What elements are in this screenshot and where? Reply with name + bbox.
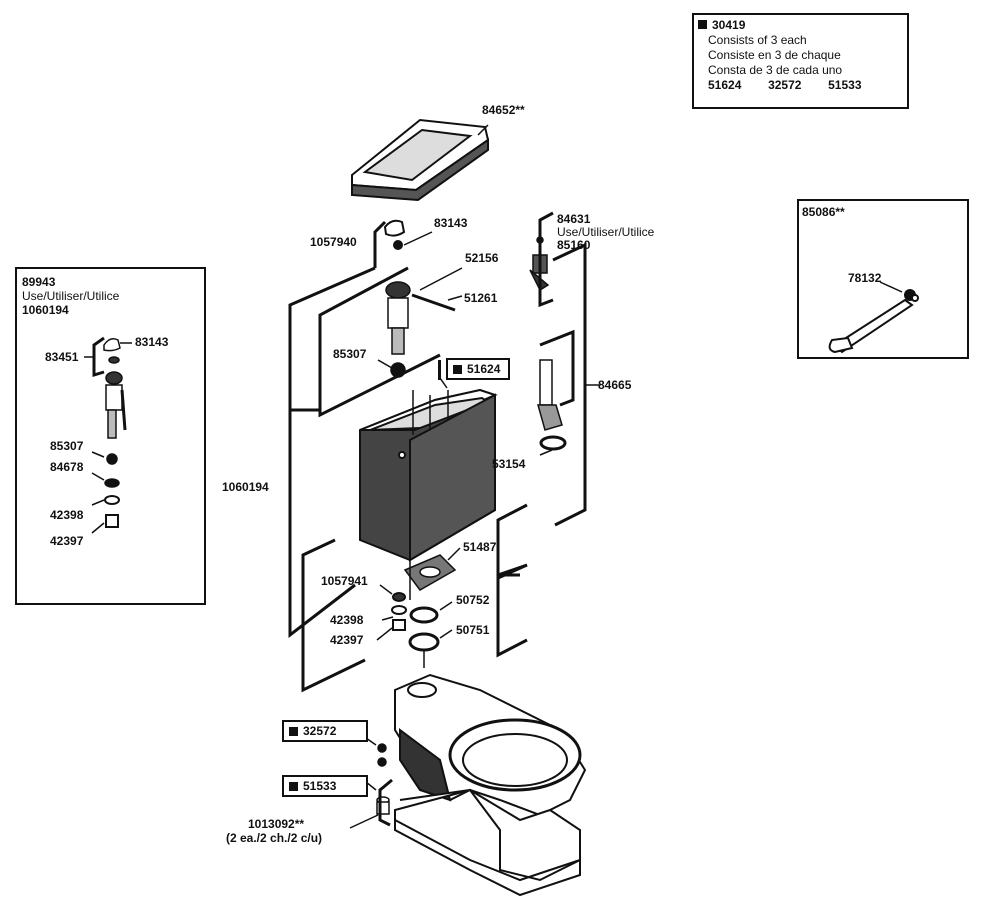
label-51261: 51261 [464, 291, 498, 305]
left-box-replacement: 1060194 [22, 303, 69, 317]
kit-32572-tag: 32572 [282, 720, 368, 742]
left-label-83451: 83451 [45, 350, 79, 364]
left-box-number: 89943 [22, 275, 56, 289]
kit-30419-line-2: Consiste en 3 de chaque [708, 48, 841, 62]
kit-square-icon [289, 781, 298, 791]
kit-30419-part-3: 51533 [828, 78, 862, 92]
label-42398: 42398 [330, 613, 364, 627]
kit-30419-title: 30419 [698, 18, 901, 33]
kit-30419-line-3: Consta de 3 de cada uno [708, 63, 843, 77]
fill-valve-kit-box [15, 267, 206, 605]
kit-32572-number: 32572 [303, 724, 337, 738]
left-label-83143: 83143 [135, 335, 169, 349]
label-50751: 50751 [456, 623, 490, 637]
kit-51533-number: 51533 [303, 779, 337, 793]
trip-lever-kit-box [797, 199, 969, 359]
label-84665: 84665 [598, 378, 632, 392]
label-51487: 51487 [463, 540, 497, 554]
label-85307: 85307 [333, 347, 367, 361]
trip-lever-drawing [828, 289, 919, 354]
tank-drawing [359, 388, 498, 562]
left-box-use: Use/Utiliser/Utilice [22, 289, 120, 303]
label-84652: 84652** [482, 103, 525, 117]
left-label-84678: 84678 [50, 460, 84, 474]
handle-drawing [383, 219, 406, 250]
kit-square-icon [289, 726, 298, 736]
kit-30419-line-1: Consists of 3 each [708, 33, 807, 47]
kit-30419-box: 30419 Consists of 3 each Consiste en 3 d… [692, 13, 909, 109]
label-85160: 85160 [557, 238, 591, 252]
kit-51624-number: 51624 [467, 362, 501, 376]
left-box-fill-valve-drawing [103, 338, 127, 528]
right-box-number: 85086** [802, 205, 845, 219]
label-1057941: 1057941 [321, 574, 368, 588]
toilet-bowl-drawing [394, 673, 587, 897]
flush-valve-drawing [537, 359, 567, 451]
kit-51533-tag: 51533 [282, 775, 368, 797]
label-42397: 42397 [330, 633, 364, 647]
fill-valve-drawing [385, 281, 456, 378]
kit-30419-number: 30419 [712, 18, 746, 32]
label-53154: 53154 [492, 457, 526, 471]
label-52156: 52156 [465, 251, 499, 265]
kit-51624-tag: 51624 [446, 358, 510, 380]
label-84631: 84631 [557, 212, 591, 226]
tank-gasket-drawing [403, 554, 457, 600]
right-label-78132: 78132 [848, 271, 882, 285]
label-50752: 50752 [456, 593, 490, 607]
left-label-42398: 42398 [50, 508, 84, 522]
kit-30419-part-1: 51624 [708, 78, 742, 92]
label-1057940: 1057940 [310, 235, 357, 249]
hardware-drawing [391, 592, 440, 652]
kit-square-icon [453, 364, 462, 374]
label-1060194: 1060194 [222, 480, 269, 494]
left-label-42397: 42397 [50, 534, 84, 548]
label-caps-note: (2 ea./2 ch./2 c/u) [226, 831, 323, 845]
label-83143: 83143 [434, 216, 468, 230]
left-label-85307: 85307 [50, 439, 84, 453]
kit-30419-part-2: 32572 [768, 78, 802, 92]
tank-lid-drawing [351, 118, 490, 202]
label-1013092: 1013092** [248, 817, 305, 831]
label-84631-use: Use/Utiliser/Utilice [557, 225, 655, 239]
